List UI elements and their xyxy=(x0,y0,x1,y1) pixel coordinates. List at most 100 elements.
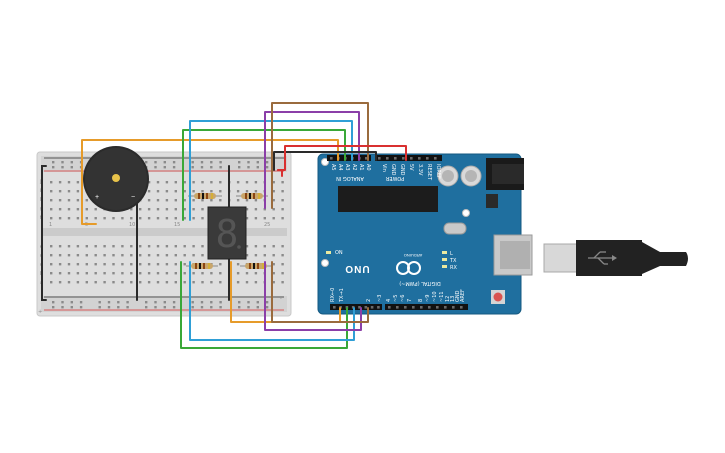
breadboard-hole[interactable] xyxy=(50,245,53,248)
breadboard-hole[interactable] xyxy=(94,208,97,211)
breadboard-hole[interactable] xyxy=(103,281,106,284)
breadboard-hole[interactable] xyxy=(156,263,160,266)
breadboard-hole[interactable] xyxy=(254,199,258,202)
breadboard-hole[interactable] xyxy=(210,166,213,169)
breadboard-hole[interactable] xyxy=(272,208,275,211)
breadboard-hole[interactable] xyxy=(154,166,157,169)
breadboard-hole[interactable] xyxy=(210,301,213,304)
breadboard-hole[interactable] xyxy=(165,263,169,266)
breadboard-hole[interactable] xyxy=(192,217,195,220)
breadboard-hole[interactable] xyxy=(121,272,124,275)
breadboard-hole[interactable] xyxy=(247,161,250,164)
breadboard-hole[interactable] xyxy=(147,217,151,220)
breadboard-hole[interactable] xyxy=(201,199,204,202)
breadboard-hole[interactable] xyxy=(201,254,204,257)
breadboard-hole[interactable] xyxy=(165,245,169,248)
breadboard-hole[interactable] xyxy=(263,245,266,248)
breadboard-hole[interactable] xyxy=(103,217,106,220)
breadboard-hole[interactable] xyxy=(156,245,160,248)
breadboard-hole[interactable] xyxy=(121,217,124,220)
breadboard-hole[interactable] xyxy=(139,217,142,220)
breadboard-hole[interactable] xyxy=(272,181,275,184)
breadboard-hole[interactable] xyxy=(272,245,275,248)
breadboard-hole[interactable] xyxy=(163,306,166,309)
breadboard-hole[interactable] xyxy=(236,281,240,284)
breadboard-hole[interactable] xyxy=(76,272,80,275)
breadboard-hole[interactable] xyxy=(103,263,106,266)
breadboard-hole[interactable] xyxy=(52,161,55,164)
breadboard-hole[interactable] xyxy=(201,217,204,220)
breadboard-hole[interactable] xyxy=(52,301,55,304)
seven-segment-display[interactable]: 8 xyxy=(207,206,247,260)
breadboard-hole[interactable] xyxy=(67,245,71,248)
breadboard-hole[interactable] xyxy=(61,166,64,169)
header-pin[interactable] xyxy=(394,157,397,160)
breadboard-hole[interactable] xyxy=(50,281,53,284)
breadboard-hole[interactable] xyxy=(147,263,151,266)
breadboard-hole[interactable] xyxy=(58,190,62,193)
breadboard-hole[interactable] xyxy=(174,181,177,184)
breadboard-hole[interactable] xyxy=(281,199,284,202)
breadboard-hole[interactable] xyxy=(245,245,249,248)
breadboard-hole[interactable] xyxy=(272,254,275,257)
breadboard-hole[interactable] xyxy=(163,161,166,164)
breadboard-hole[interactable] xyxy=(245,181,249,184)
breadboard-hole[interactable] xyxy=(281,217,284,220)
breadboard-hole[interactable] xyxy=(163,166,166,169)
breadboard-hole[interactable] xyxy=(76,281,80,284)
breadboard-hole[interactable] xyxy=(139,263,142,266)
breadboard-hole[interactable] xyxy=(156,281,160,284)
breadboard-hole[interactable] xyxy=(281,190,284,193)
breadboard-hole[interactable] xyxy=(163,301,166,304)
breadboard-hole[interactable] xyxy=(50,272,53,275)
breadboard-hole[interactable] xyxy=(201,208,204,211)
breadboard-hole[interactable] xyxy=(219,161,222,164)
breadboard-hole[interactable] xyxy=(85,281,88,284)
breadboard-hole[interactable] xyxy=(281,181,284,184)
breadboard-hole[interactable] xyxy=(281,245,284,248)
breadboard-hole[interactable] xyxy=(103,254,106,257)
header-pin[interactable] xyxy=(426,157,429,160)
breadboard-hole[interactable] xyxy=(256,161,259,164)
breadboard-hole[interactable] xyxy=(165,254,169,257)
breadboard-hole[interactable] xyxy=(219,281,222,284)
breadboard-hole[interactable] xyxy=(70,166,73,169)
breadboard-hole[interactable] xyxy=(281,272,284,275)
breadboard-hole[interactable] xyxy=(245,208,249,211)
breadboard-hole[interactable] xyxy=(263,254,266,257)
breadboard-hole[interactable] xyxy=(67,208,71,211)
breadboard-hole[interactable] xyxy=(219,306,222,309)
header-pin[interactable] xyxy=(436,306,439,309)
breadboard-hole[interactable] xyxy=(147,254,151,257)
breadboard-hole[interactable] xyxy=(192,190,195,193)
breadboard-hole[interactable] xyxy=(94,272,97,275)
breadboard-hole[interactable] xyxy=(117,306,120,309)
breadboard-hole[interactable] xyxy=(256,166,259,169)
breadboard-hole[interactable] xyxy=(174,254,177,257)
breadboard-hole[interactable] xyxy=(76,181,80,184)
breadboard-hole[interactable] xyxy=(201,181,204,184)
breadboard-hole[interactable] xyxy=(200,161,204,164)
breadboard-hole[interactable] xyxy=(174,199,177,202)
breadboard-hole[interactable] xyxy=(254,254,258,257)
header-pin[interactable] xyxy=(364,306,368,309)
breadboard-hole[interactable] xyxy=(210,272,213,275)
breadboard-hole[interactable] xyxy=(200,306,204,309)
header-pin[interactable] xyxy=(358,306,361,309)
breadboard-hole[interactable] xyxy=(245,190,249,193)
breadboard-hole[interactable] xyxy=(210,190,213,193)
breadboard-hole[interactable] xyxy=(191,301,194,304)
breadboard-hole[interactable] xyxy=(139,254,142,257)
breadboard-hole[interactable] xyxy=(79,306,83,309)
breadboard-hole[interactable] xyxy=(94,217,97,220)
breadboard-hole[interactable] xyxy=(174,245,177,248)
breadboard-hole[interactable] xyxy=(154,161,157,164)
breadboard-hole[interactable] xyxy=(219,166,222,169)
breadboard-hole[interactable] xyxy=(94,281,97,284)
breadboard-hole[interactable] xyxy=(139,245,142,248)
breadboard-hole[interactable] xyxy=(112,254,115,257)
breadboard-hole[interactable] xyxy=(130,254,133,257)
breadboard-hole[interactable] xyxy=(236,263,240,266)
breadboard-hole[interactable] xyxy=(201,272,204,275)
header-pin[interactable] xyxy=(412,306,415,309)
